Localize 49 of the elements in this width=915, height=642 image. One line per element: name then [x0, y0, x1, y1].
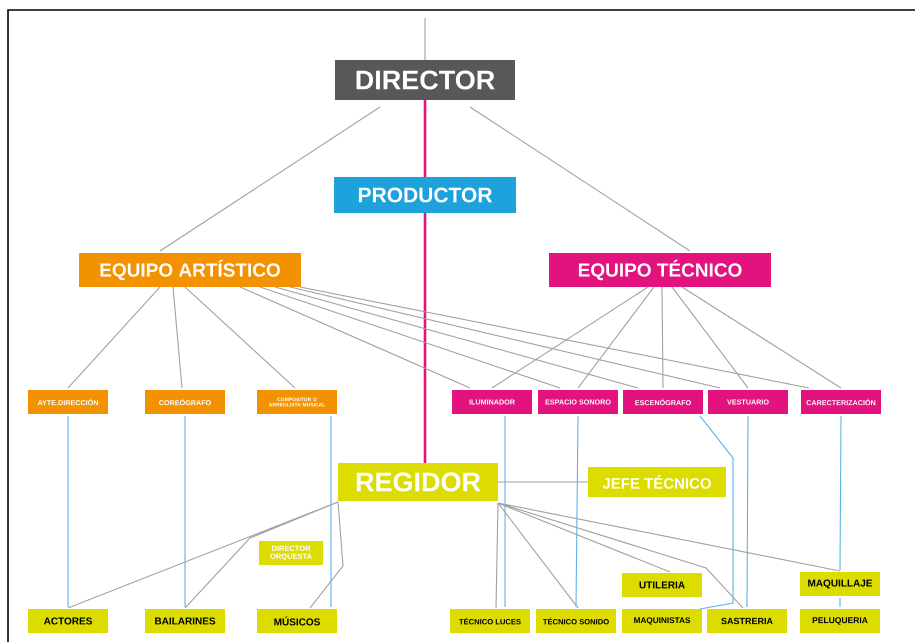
connector-line [498, 481, 588, 483]
connector-line [492, 286, 648, 388]
role-box: MAQUINISTAS [622, 609, 702, 633]
connector-line [290, 286, 720, 389]
connector-line [495, 502, 499, 608]
connector-line [240, 286, 470, 388]
role-box: MÚSICOS [257, 609, 337, 633]
role-box: UTILERIA [622, 573, 702, 597]
connector-line [470, 106, 690, 252]
connector-line [839, 598, 841, 607]
role-box: REGIDOR [338, 463, 498, 501]
connector-line [300, 286, 810, 389]
role-box: DIRECTOR [335, 60, 515, 100]
connector-line [260, 286, 560, 389]
connector-line [498, 502, 670, 572]
connector-line [274, 286, 638, 389]
connector-line [184, 286, 296, 388]
connector-line [746, 416, 749, 607]
connector-line [682, 286, 842, 388]
connector-line [578, 286, 654, 388]
role-box: SASTRERIA [707, 609, 787, 633]
connector-line [661, 286, 664, 388]
connector-line [672, 286, 748, 388]
connector-line [67, 416, 69, 607]
connector-line [424, 213, 426, 463]
team-box: EQUIPO TÉCNICO [549, 253, 771, 287]
connector-line [330, 416, 332, 607]
connector-line [172, 286, 183, 388]
connector-line [504, 416, 506, 607]
connector-line [184, 416, 186, 607]
connector-line [839, 416, 842, 570]
connector-line [184, 501, 338, 608]
role-box: PELUQUERIA [800, 609, 880, 633]
connector-line [575, 416, 579, 607]
role-box: BAILARINES [145, 609, 225, 633]
team-box: EQUIPO ARTÍSTICO [79, 253, 301, 287]
connector-line [498, 502, 840, 572]
role-box: MAQUILLAJE [800, 572, 880, 596]
connector-line [424, 100, 426, 177]
role-box: ACTORES [28, 609, 108, 633]
connector-line [68, 286, 160, 388]
connector-line [160, 106, 380, 252]
connector-line [424, 18, 426, 60]
connector-line [700, 416, 734, 610]
role-box: JEFE TÉCNICO [588, 467, 726, 497]
connector-line [498, 502, 578, 608]
connector-line [310, 502, 344, 608]
role-box: PRODUCTOR [334, 177, 516, 213]
connector-line [498, 502, 744, 608]
